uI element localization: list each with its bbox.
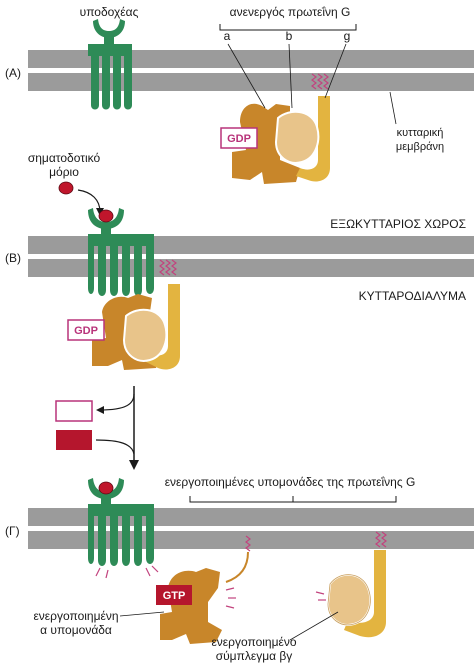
signal-label-2: μόριο xyxy=(49,165,79,179)
pointer-bg xyxy=(289,611,339,641)
membrane-a-outer xyxy=(28,50,474,68)
pointer-alpha xyxy=(119,611,165,617)
beta-gamma-activated xyxy=(315,531,387,638)
gdp-badge-a: GDP xyxy=(220,127,258,149)
g-protein-inactive-a xyxy=(232,73,330,184)
signal-molecule-free xyxy=(58,181,74,195)
pointer-a xyxy=(227,43,266,109)
gprotein-inactive-label: ανενεργός πρωτεΐνη G xyxy=(230,5,351,19)
gdp-badge-b: GDP xyxy=(67,319,105,341)
signal-label-1: σηματοδοτικό xyxy=(28,151,101,165)
g-protein-b xyxy=(92,259,180,370)
panel-label-c: (Γ) xyxy=(5,524,20,538)
subunit-label-b: b xyxy=(286,29,293,43)
signal-molecule-bound xyxy=(98,209,114,223)
bg-label-1: ενεργοποιημένο xyxy=(211,635,296,649)
gtp-badge-c: GTP xyxy=(156,585,192,605)
gdp-label-a: GDP xyxy=(227,133,251,145)
signal-arrowhead xyxy=(96,208,104,216)
subunit-label-g: g xyxy=(344,29,351,43)
pointer-membrane xyxy=(389,91,397,125)
signal-molecule-bound-c xyxy=(98,481,114,495)
cytosol-label: ΚΥΤΤΑΡΟΔΙΑΛΥΜΑ xyxy=(359,289,466,303)
gdp-release-arrowhead xyxy=(96,406,104,414)
gtp-badge-entering xyxy=(56,430,92,450)
gprotein-bracket-a xyxy=(219,24,357,31)
receptor-a xyxy=(88,19,132,110)
pointer-g xyxy=(324,43,347,99)
panel-c: GTP (Γ) ενεργοποιημένες υπομονάδες της π… xyxy=(5,475,474,663)
panel-a: GDP (A) υποδοχέας ανενεργός πρωτεΐνη G a… xyxy=(5,5,474,184)
membrane-label-1: κυτταρική xyxy=(397,127,444,139)
membrane-a-inner xyxy=(28,73,474,91)
panel-label-b: (B) xyxy=(5,251,21,265)
panel-b: GDP (B) σηματοδοτικό μόριο ΕΞΩΚΥΤΤΑΡΙΟΣ … xyxy=(5,151,474,370)
receptor-label: υποδοχέας xyxy=(80,5,139,19)
gdp-label-b: GDP xyxy=(74,325,98,337)
pointer-b xyxy=(288,43,293,109)
subunit-label-a: a xyxy=(224,29,231,43)
membrane-b-inner xyxy=(28,259,474,277)
membrane-c-inner xyxy=(28,531,474,549)
gdp-gtp-exchange xyxy=(55,386,139,470)
gdp-release-arrow xyxy=(99,393,135,411)
alpha-label-1: ενεργοποιημένη xyxy=(33,609,118,623)
bg-label-2: σύμπλεγμα βγ xyxy=(216,649,293,663)
membrane-label-2: μεμβράνη xyxy=(396,141,444,153)
extracellular-label: ΕΞΩΚΥΤΤΑΡΙΟΣ ΧΩΡΟΣ xyxy=(330,217,466,231)
activated-subunits-label: ενεργοποιημένες υπομονάδες της πρωτεΐνης… xyxy=(165,475,416,489)
alpha-label-2: α υπομονάδα xyxy=(40,623,112,637)
receptor-c xyxy=(88,478,159,579)
gtp-entry-arrow xyxy=(95,439,135,455)
exchange-main-arrowhead xyxy=(129,460,139,470)
panel-label-a: (A) xyxy=(5,66,21,80)
gdp-badge-released xyxy=(55,400,93,422)
gtp-label-c: GTP xyxy=(163,590,186,602)
